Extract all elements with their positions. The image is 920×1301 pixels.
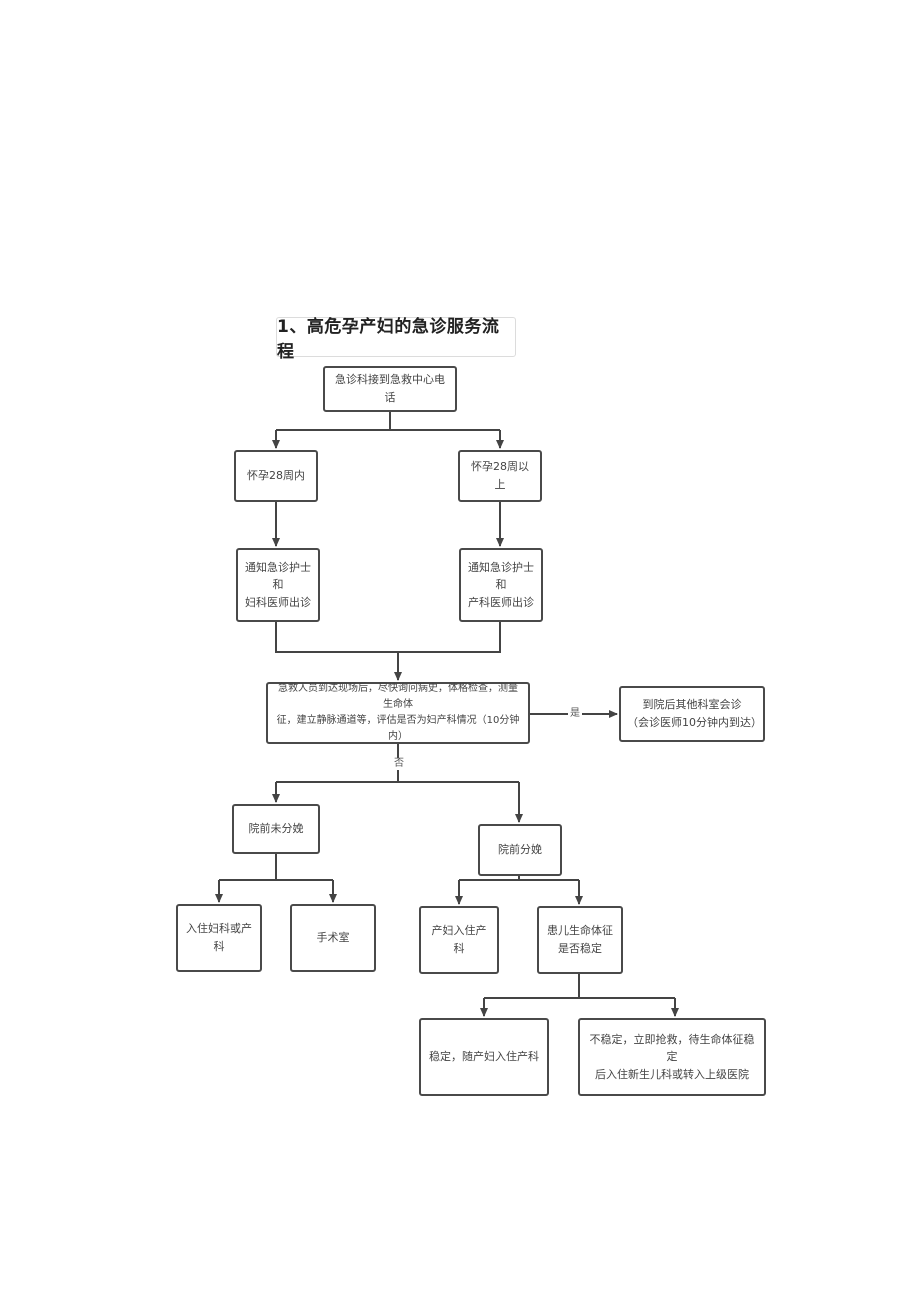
node-under28: 怀孕28周内 bbox=[234, 450, 318, 502]
node-arrive-assess: 急救人员到达现场后，尽快询问病史，体格检查，测量生命体 征，建立静脉通道等，评估… bbox=[266, 682, 530, 744]
node-stable: 稳定，随产妇入住产科 bbox=[419, 1018, 549, 1096]
node-mother-obs: 产妇入住产科 bbox=[419, 906, 499, 974]
node-unstable: 不稳定，立即抢救，待生命体征稳定 后入住新生儿科或转入上级医院 bbox=[578, 1018, 766, 1096]
node-other-dept: 到院后其他科室会诊 （会诊医师10分钟内到达） bbox=[619, 686, 765, 742]
edge-label-no: 否 bbox=[392, 758, 406, 770]
node-not-delivered: 院前未分娩 bbox=[232, 804, 320, 854]
node-baby-vitals: 患儿生命体征 是否稳定 bbox=[537, 906, 623, 974]
node-call: 急诊科接到急救中心电话 bbox=[323, 366, 457, 412]
edge-label-yes: 是 bbox=[568, 708, 582, 720]
node-delivered: 院前分娩 bbox=[478, 824, 562, 876]
node-notify-gyn: 通知急诊护士和 妇科医师出诊 bbox=[236, 548, 320, 622]
edge-merge bbox=[275, 622, 501, 653]
node-over28: 怀孕28周以上 bbox=[458, 450, 542, 502]
node-notify-obs: 通知急诊护士和 产科医师出诊 bbox=[459, 548, 543, 622]
node-gyn-obs-ward: 入住妇科或产科 bbox=[176, 904, 262, 972]
node-operating-room: 手术室 bbox=[290, 904, 376, 972]
